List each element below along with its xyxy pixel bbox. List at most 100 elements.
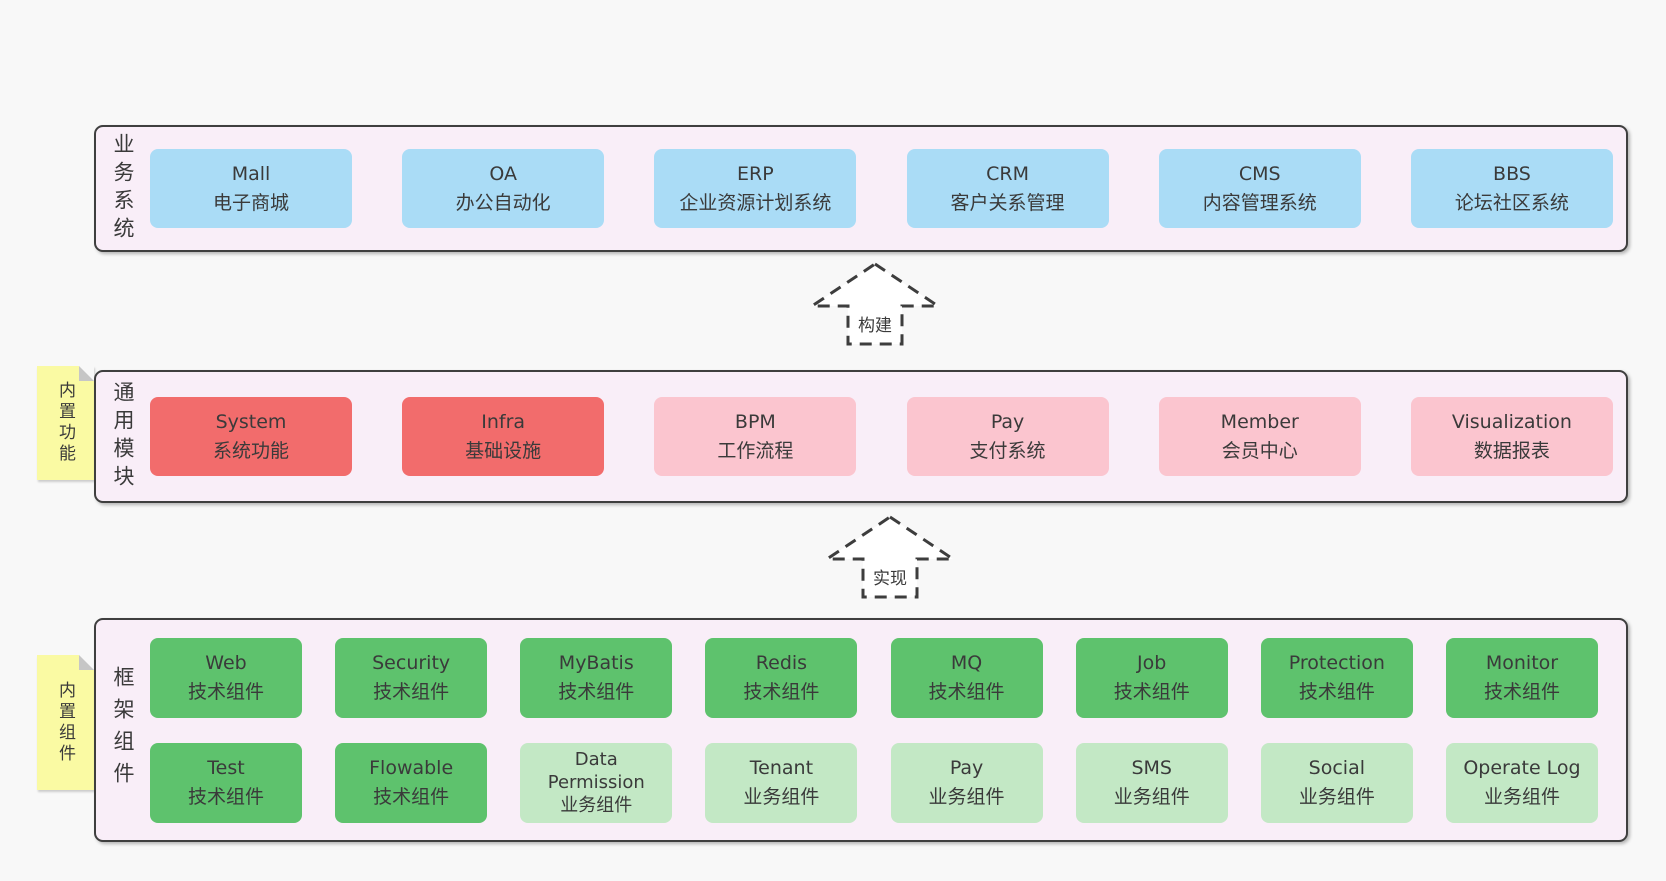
box-pay-biz: Pay 业务组件 [890,742,1043,823]
box-title: Pay [990,411,1025,433]
box-subtitle: 业务组件 [1483,785,1560,808]
box-title: CRM [986,163,1029,185]
box-title: OA [489,163,517,185]
box-title: System [215,411,287,433]
box-title: Protection [1288,652,1385,674]
box-subtitle: 技术组件 [1113,680,1190,703]
box-redis: Redis 技术组件 [705,637,858,718]
box-tenant: Tenant 业务组件 [705,742,858,823]
box-title: MyBatis [558,652,634,674]
box-web: Web 技术组件 [150,637,302,718]
build-arrow: 构建 [809,261,941,347]
build-arrow-label: 构建 [855,311,895,336]
up-arrow-icon [824,515,956,599]
box-subtitle: 业务组件 [743,785,820,808]
band-label-common-modules: 通用模块 [111,380,135,493]
band-label-business-systems: 业务系统 [111,132,135,245]
box-subtitle: 系统功能 [212,439,289,462]
band-common-modules: 通用模块 System 系统功能 Infra 基础设施 BPM 工作流程 Pay… [94,370,1628,503]
box-visualization: Visualization 数据报表 [1410,397,1613,476]
box-subtitle: 技术组件 [928,680,1005,703]
box-data-permission: Data Permission 业务组件 [520,742,673,823]
box-mall: Mall 电子商城 [150,149,352,228]
box-sms: SMS 业务组件 [1075,742,1228,823]
box-title: Member [1220,411,1299,433]
sticky-note-label: 内置组件 [55,680,75,765]
sticky-note-label: 内置功能 [55,381,75,465]
box-subtitle: 技术组件 [1298,680,1375,703]
business-boxes-row: Mall 电子商城 OA 办公自动化 ERP 企业资源计划系统 CRM 客户关系… [150,127,1626,250]
band-label-framework-components: 框架组件 [111,666,135,794]
box-subtitle: 办公自动化 [455,191,551,214]
box-system: System 系统功能 [150,397,352,476]
box-title: Pay [949,757,984,779]
implement-arrow: 实现 [824,514,956,600]
box-subtitle: 业务组件 [1298,785,1375,808]
box-subtitle: 业务组件 [928,785,1005,808]
box-title: SMS [1131,757,1172,779]
box-title: BBS [1493,163,1531,185]
box-job: Job 技术组件 [1075,637,1228,718]
box-mybatis: MyBatis 技术组件 [520,637,673,718]
box-protection: Protection 技术组件 [1260,637,1413,718]
box-title: Social [1308,757,1366,779]
box-operate-log: Operate Log 业务组件 [1445,742,1598,823]
component-rows: Web 技术组件 Security 技术组件 MyBatis 技术组件 Redi… [150,620,1626,840]
band-business-systems: 业务系统 Mall 电子商城 OA 办公自动化 ERP 企业资源计划系统 CRM… [94,125,1628,252]
up-arrow-icon [809,262,941,346]
box-security: Security 技术组件 [335,637,488,718]
box-title: Monitor [1485,652,1559,674]
box-title: Test [207,757,245,779]
box-title: Job [1137,652,1167,674]
box-title: BPM [734,411,776,433]
box-erp: ERP 企业资源计划系统 [654,149,857,228]
implement-arrow-label: 实现 [870,564,910,589]
box-subtitle: 内容管理系统 [1202,191,1317,214]
box-subtitle: 论坛社区系统 [1454,191,1569,214]
box-title: MQ [950,652,983,674]
box-title: ERP [737,163,774,185]
box-member: Member 会员中心 [1158,397,1361,476]
box-subtitle: 技术组件 [743,680,820,703]
box-monitor: Monitor 技术组件 [1445,637,1598,718]
box-title: Operate Log [1463,757,1581,779]
box-title: Infra [481,411,526,433]
box-subtitle: 技术组件 [187,680,264,703]
box-title: Security [372,652,451,674]
box-title: Flowable [369,757,454,779]
box-title: Visualization [1451,411,1572,433]
box-title: Data Permission [547,748,645,793]
box-subtitle: 技术组件 [373,785,450,808]
box-subtitle: 电子商城 [212,191,289,214]
box-oa: OA 办公自动化 [402,149,605,228]
box-title: Web [205,652,247,674]
box-crm: CRM 客户关系管理 [906,149,1109,228]
box-bpm: BPM 工作流程 [654,397,857,476]
folded-corner-icon [79,655,94,670]
box-subtitle: 业务组件 [1113,785,1190,808]
band-framework-components: 框架组件 Web 技术组件 Security 技术组件 MyBatis 技术组件… [94,618,1628,842]
sticky-note-built-in-features: 内置功能 [37,366,94,480]
box-subtitle: 工作流程 [717,439,794,462]
box-mq: MQ 技术组件 [890,637,1043,718]
box-subtitle: 企业资源计划系统 [679,191,832,214]
box-infra: Infra 基础设施 [402,397,605,476]
component-row-2: Test 技术组件 Flowable 技术组件 Data Permission … [150,742,1598,823]
module-boxes-row: System 系统功能 Infra 基础设施 BPM 工作流程 Pay 支付系统… [150,372,1626,501]
box-subtitle: 基础设施 [465,439,542,462]
box-test: Test 技术组件 [150,742,302,823]
sticky-note-built-in-components: 内置组件 [37,655,94,790]
box-subtitle: 技术组件 [558,680,635,703]
folded-corner-icon [79,366,94,381]
box-subtitle: 技术组件 [373,680,450,703]
box-flowable: Flowable 技术组件 [335,742,488,823]
box-title: CMS [1238,163,1281,185]
box-title: Redis [755,652,808,674]
box-subtitle: 数据报表 [1473,439,1550,462]
box-subtitle: 客户关系管理 [950,191,1065,214]
box-pay: Pay 支付系统 [906,397,1109,476]
box-subtitle: 技术组件 [1483,680,1560,703]
box-subtitle: 支付系统 [969,439,1046,462]
box-bbs: BBS 论坛社区系统 [1410,149,1613,228]
